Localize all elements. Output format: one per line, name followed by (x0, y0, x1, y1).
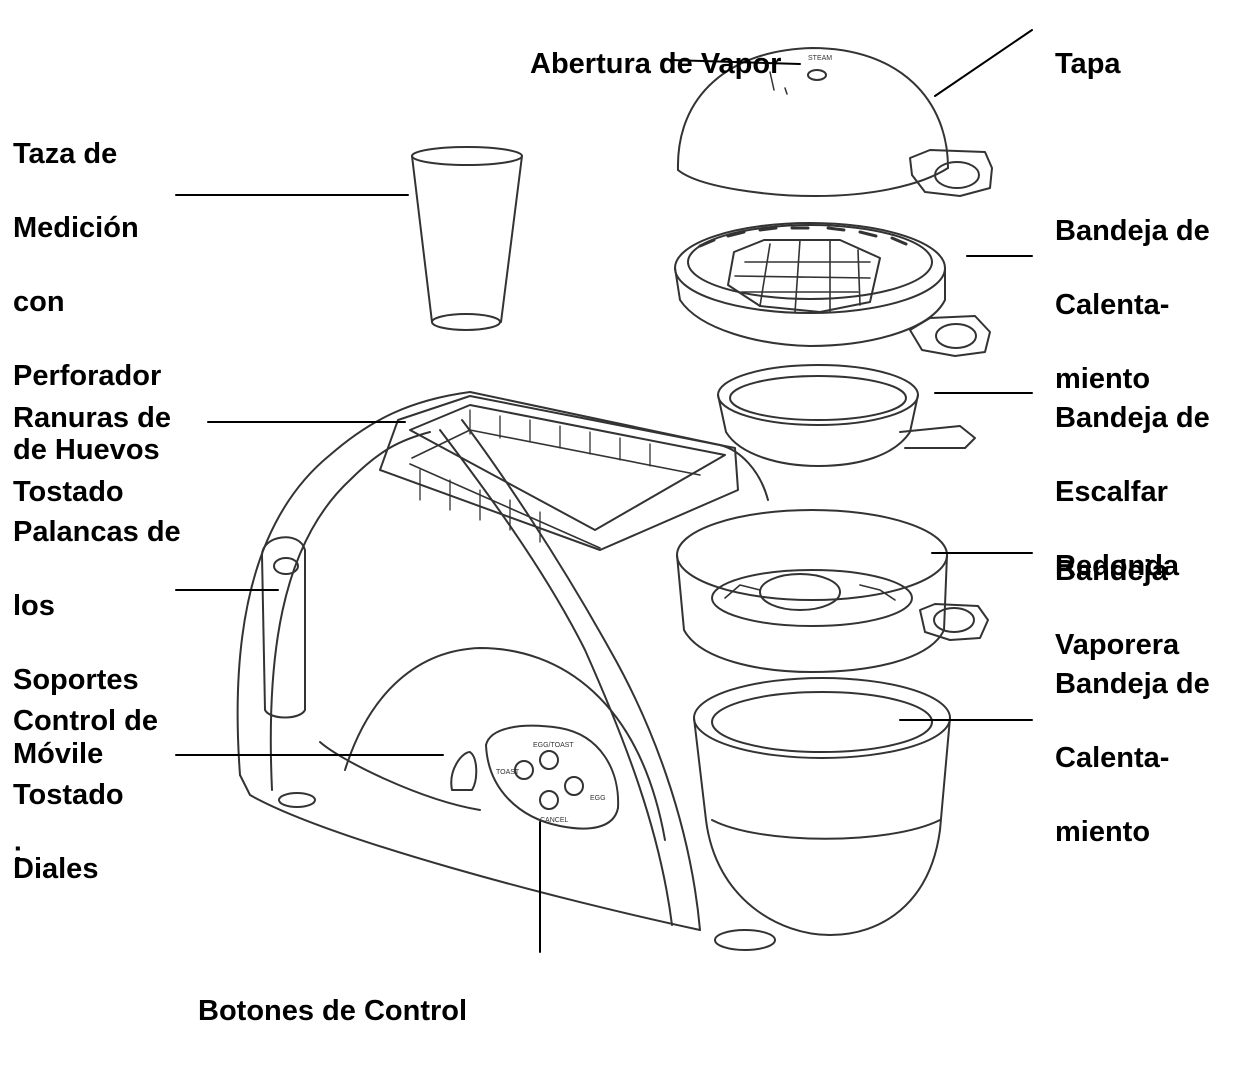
label-line: Botones de Control (198, 995, 468, 1027)
panel-egg-toast-text: EGG/TOAST (533, 742, 574, 749)
label-colon: : (13, 797, 23, 908)
label-line: Medición (13, 212, 139, 244)
label-abertura-vapor: Abertura de Vapor (530, 9, 781, 120)
lid-drawing (676, 47, 993, 197)
label-line: Escalfar (1055, 476, 1168, 508)
label-botones-control: Botones de Control (198, 956, 467, 1067)
label-line: Vaporera (1055, 629, 1180, 661)
label-bandeja-calentamiento-2: Bandeja de Calenta- miento (1055, 629, 1210, 888)
toaster-egg-cooker-illustration: STEAM EGG/TOAST TOAST EGG CANCEL (175, 29, 1033, 953)
label-line: Bandeja de (1055, 668, 1210, 700)
label-line: Tostado (13, 476, 124, 508)
label-line: Perforador (13, 360, 162, 392)
label-line: Control de (13, 705, 158, 737)
panel-toast-text: TOAST (496, 769, 520, 776)
panel-egg-text: EGG (590, 795, 606, 802)
label-palancas: Palancas de los Soportes Móvile (13, 477, 181, 810)
label-line: Redonda (1055, 550, 1180, 582)
toaster-body-drawing (236, 391, 769, 931)
steam-tray-drawing (676, 509, 989, 673)
label-line: Calenta- (1055, 289, 1170, 321)
label-line: Bandeja de (1055, 215, 1210, 247)
label-control-tostado: Control de Tostado Diales (13, 666, 158, 925)
warming-tray-top-drawing (674, 222, 991, 357)
label-bandeja-vaporera: Bandeja Vaporera (1055, 516, 1179, 701)
label-line: Ranuras de (13, 402, 171, 434)
label-taza-medicion: Taza de Medición con Perforador de Huevo… (13, 99, 161, 506)
label-bandeja-escalfar: Bandeja de Escalfar Redonda (1055, 363, 1210, 622)
label-line: de Huevos (13, 434, 160, 466)
poaching-tray-drawing (717, 364, 976, 467)
label-line: : (13, 836, 23, 868)
label-ranuras-tostado: Ranuras de Tostado (13, 363, 171, 548)
label-line: Soportes (13, 664, 139, 696)
label-bandeja-calentamiento-1: Bandeja de Calenta- miento (1055, 176, 1210, 435)
label-line: miento (1055, 363, 1151, 395)
warming-tray-bottom-drawing (693, 677, 951, 951)
label-line: miento (1055, 816, 1151, 848)
leader-lines (175, 29, 1033, 953)
leader-line-tapa (934, 29, 1033, 97)
label-line: Móvile (13, 738, 104, 770)
label-line: Bandeja (1055, 555, 1168, 587)
measuring-cup-drawing (411, 146, 523, 331)
label-line: Bandeja de (1055, 402, 1210, 434)
diagram-stage: STEAM EGG/TOAST TOAST EGG CANCEL Abertur… (13, 9, 1210, 1027)
label-tapa: Tapa (1055, 9, 1121, 120)
label-line: Palancas de (13, 516, 181, 548)
label-line: Abertura de Vapor (530, 48, 782, 80)
label-line: Diales (13, 853, 99, 885)
label-line: Tostado (13, 779, 124, 811)
leader-line-abertura-vapor (669, 59, 801, 65)
lid-steam-text: STEAM (808, 55, 832, 62)
label-line: con (13, 286, 65, 318)
label-line: Tapa (1055, 48, 1121, 80)
label-line: Taza de (13, 138, 118, 170)
label-line: los (13, 590, 55, 622)
label-line: Calenta- (1055, 742, 1170, 774)
panel-cancel-text: CANCEL (540, 817, 569, 824)
